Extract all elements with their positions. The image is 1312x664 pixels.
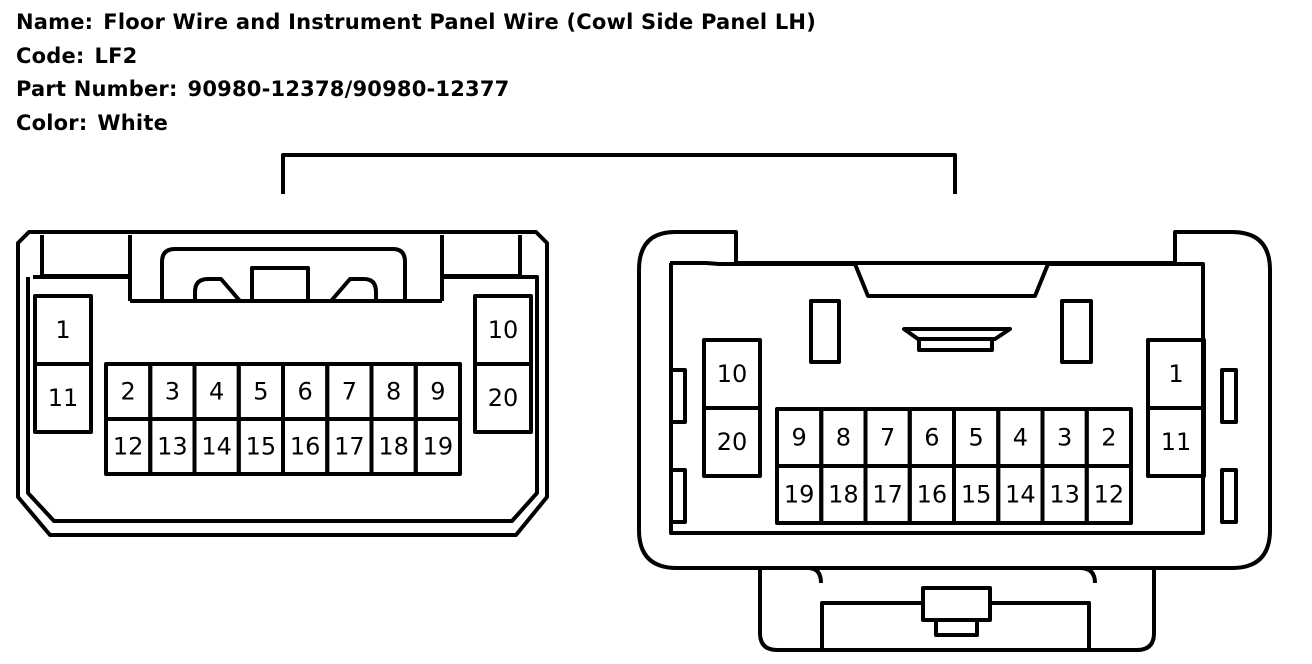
code-row: Code: LF2 bbox=[16, 40, 816, 74]
pin-cell bbox=[33, 362, 93, 434]
pin-label-19: 19 bbox=[423, 433, 454, 461]
right-side-slot-1 bbox=[669, 368, 687, 424]
pin-label-14: 14 bbox=[201, 433, 232, 461]
pin-label-17: 17 bbox=[334, 433, 365, 461]
pin-label-20: 20 bbox=[717, 428, 748, 456]
pin-label-6: 6 bbox=[297, 378, 312, 406]
pin-label-15: 15 bbox=[246, 433, 277, 461]
code-label: Code: bbox=[16, 43, 85, 68]
right-connector-body bbox=[637, 230, 1272, 570]
pin-label-6: 6 bbox=[924, 424, 939, 452]
left-latch-bumps bbox=[193, 277, 378, 303]
right-pin-cells bbox=[702, 338, 1206, 525]
pin-label-1: 1 bbox=[1168, 360, 1183, 388]
connector-info: Name: Floor Wire and Instrument Panel Wir… bbox=[16, 6, 816, 140]
pin-label-13: 13 bbox=[1049, 481, 1080, 509]
name-label: Name: bbox=[16, 10, 94, 34]
right-center-notch bbox=[902, 327, 1012, 352]
part-number-row: Part Number: 90980-12378/90980-12377 bbox=[16, 73, 816, 107]
pin-cell bbox=[702, 406, 762, 478]
pin-label-5: 5 bbox=[253, 378, 268, 406]
pin-label-14: 14 bbox=[1005, 481, 1036, 509]
part-number-value: 90980-12378/90980-12377 bbox=[187, 77, 510, 101]
name-value: Floor Wire and Instrument Panel Wire (Co… bbox=[103, 10, 816, 34]
pin-label-3: 3 bbox=[165, 378, 180, 406]
pin-label-11: 11 bbox=[1161, 428, 1192, 456]
pin-label-1: 1 bbox=[55, 316, 70, 344]
left-latch-inner bbox=[160, 247, 407, 301]
pin-label-7: 7 bbox=[342, 378, 357, 406]
pin-label-10: 10 bbox=[717, 360, 748, 388]
color-value: White bbox=[97, 110, 169, 135]
pin-label-20: 20 bbox=[488, 384, 519, 412]
right-key-slot-right bbox=[1060, 299, 1093, 364]
pin-label-18: 18 bbox=[828, 481, 859, 509]
pin-label-17: 17 bbox=[872, 481, 903, 509]
pin-label-10: 10 bbox=[488, 316, 519, 344]
right-key-slot-left bbox=[809, 299, 841, 364]
pin-label-2: 2 bbox=[1101, 424, 1116, 452]
pin-label-9: 9 bbox=[791, 424, 806, 452]
pin-label-8: 8 bbox=[386, 378, 401, 406]
pin-label-7: 7 bbox=[880, 424, 895, 452]
pairing-bracket bbox=[281, 153, 957, 194]
pin-label-15: 15 bbox=[961, 481, 992, 509]
color-label: Color: bbox=[16, 110, 88, 135]
right-connector-lower-housing bbox=[758, 566, 1156, 652]
pin-label-5: 5 bbox=[968, 424, 983, 452]
pin-label-13: 13 bbox=[157, 433, 188, 461]
pin-label-19: 19 bbox=[784, 481, 815, 509]
name-row: Name: Floor Wire and Instrument Panel Wir… bbox=[16, 6, 816, 40]
pin-label-2: 2 bbox=[120, 378, 135, 406]
pin-label-12: 12 bbox=[113, 433, 144, 461]
right-side-slot-2 bbox=[669, 468, 687, 524]
pin-label-11: 11 bbox=[48, 384, 79, 412]
pin-cell bbox=[1146, 406, 1206, 478]
pin-label-4: 4 bbox=[209, 378, 224, 406]
pin-label-18: 18 bbox=[378, 433, 409, 461]
color-row: Color: White bbox=[16, 107, 816, 141]
code-value: LF2 bbox=[94, 43, 138, 68]
left-connector-body bbox=[16, 230, 549, 537]
left-pin-cells bbox=[33, 294, 533, 476]
right-lower-latch bbox=[820, 586, 1091, 648]
pin-label-16: 16 bbox=[917, 481, 948, 509]
left-latch-tab bbox=[250, 266, 310, 303]
pin-label-16: 16 bbox=[290, 433, 321, 461]
pin-cell bbox=[1084, 464, 1133, 525]
right-connector-inner-outline bbox=[669, 261, 1205, 535]
right-side-slot-3 bbox=[1220, 368, 1238, 424]
pin-label-3: 3 bbox=[1057, 424, 1072, 452]
pin-label-9: 9 bbox=[430, 378, 445, 406]
part-number-label: Part Number: bbox=[16, 77, 178, 101]
pin-label-8: 8 bbox=[836, 424, 851, 452]
right-side-slot-4 bbox=[1220, 468, 1238, 524]
pin-label-12: 12 bbox=[1094, 481, 1125, 509]
pin-cell bbox=[473, 362, 533, 434]
left-connector-inner-outline bbox=[26, 235, 539, 523]
pin-label-4: 4 bbox=[1013, 424, 1028, 452]
pin-cell bbox=[413, 417, 462, 476]
